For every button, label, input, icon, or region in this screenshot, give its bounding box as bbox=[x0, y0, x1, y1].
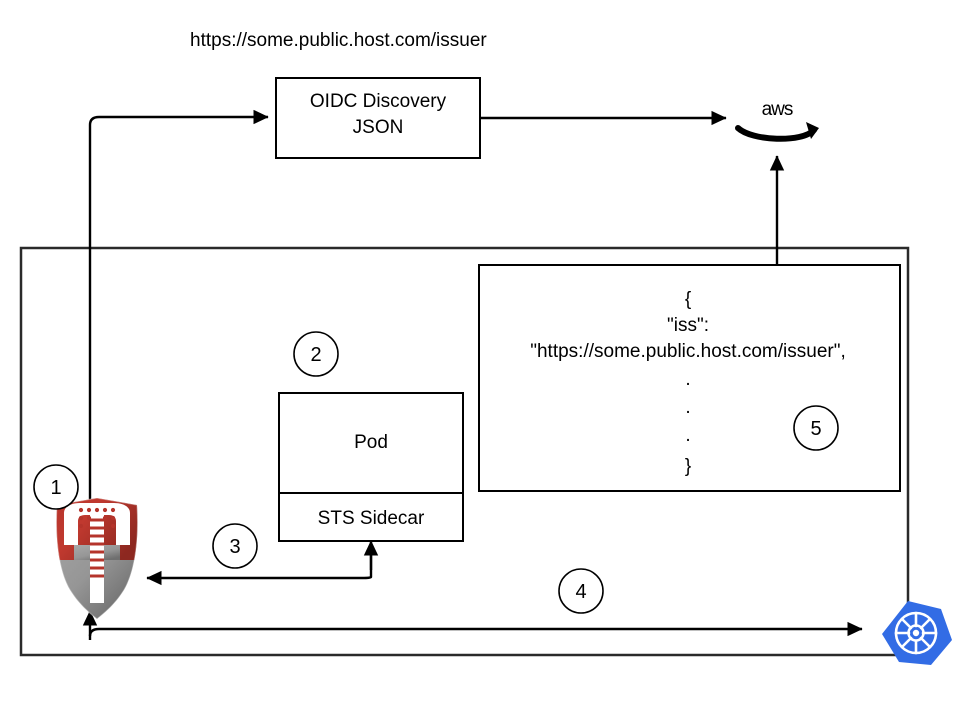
spire-shield-logo bbox=[55, 497, 139, 620]
jwt-claims-box bbox=[478, 264, 901, 492]
jwt-claims-line-0: { bbox=[685, 289, 692, 310]
oidc-discovery-box bbox=[275, 77, 481, 159]
flow-arrow-1-spire-to-oidc bbox=[88, 109, 269, 505]
spire-dot-matrix-icon bbox=[78, 507, 116, 529]
spire-key-teeth-icon bbox=[90, 518, 104, 578]
step-marker-2: 2 bbox=[293, 331, 339, 377]
pod-node: Pod STS Sidecar bbox=[278, 392, 464, 542]
oidc-discovery-json-node: OIDC Discovery JSON bbox=[275, 77, 481, 159]
step-circle-5 bbox=[793, 405, 839, 451]
oidc-discovery-label-line1: OIDC Discovery bbox=[310, 91, 447, 112]
kubernetes-hub-icon bbox=[912, 629, 920, 637]
step-marker-1: 1 bbox=[33, 464, 79, 510]
spire-shield-edge-highlight-icon bbox=[55, 497, 139, 620]
step-marker-3: 3 bbox=[212, 523, 258, 569]
aws-logo: aws bbox=[735, 99, 819, 142]
jwt-claims-line-4: . bbox=[685, 397, 690, 418]
pod-box bbox=[278, 392, 464, 494]
oidc-discovery-label-line2: JSON bbox=[353, 117, 404, 138]
jwt-claims-node: { "iss": "https://some.public.host.com/i… bbox=[478, 264, 901, 492]
step-circle-3 bbox=[212, 523, 258, 569]
step-marker-4: 4 bbox=[558, 568, 604, 614]
step-number-4: 4 bbox=[575, 581, 586, 603]
sts-sidecar-label: STS Sidecar bbox=[318, 508, 425, 529]
jwt-claims-line-1: "iss": bbox=[667, 315, 709, 336]
jwt-claims-line-5: . bbox=[685, 425, 690, 446]
step-number-5: 5 bbox=[810, 418, 821, 440]
sts-sidecar-box bbox=[278, 492, 464, 542]
step-number-2: 2 bbox=[310, 344, 321, 366]
jwt-claims-line-3: . bbox=[685, 369, 690, 390]
step-number-3: 3 bbox=[229, 536, 240, 558]
kubernetes-helm-wheel-icon bbox=[894, 611, 938, 655]
aws-smile-icon bbox=[735, 125, 817, 142]
flow-arrow-3-spire-to-sidecar bbox=[146, 549, 373, 586]
aws-wordmark-text: aws bbox=[762, 99, 793, 120]
spire-shield-inner-arch-icon bbox=[64, 503, 130, 545]
pod-label: Pod bbox=[354, 432, 388, 453]
step-circle-2 bbox=[293, 331, 339, 377]
jwt-claims-line-6: } bbox=[685, 456, 691, 477]
aws-smile-arrowhead-icon bbox=[806, 122, 819, 139]
step-number-1: 1 bbox=[50, 477, 61, 499]
jwt-claims-line-2: "https://some.public.host.com/issuer", bbox=[530, 341, 846, 362]
step-circle-4 bbox=[558, 568, 604, 614]
issuer-url-label: https://some.public.host.com/issuer bbox=[190, 30, 487, 51]
step-marker-5: 5 bbox=[793, 405, 839, 451]
step-circle-1 bbox=[33, 464, 79, 510]
kubernetes-logo bbox=[882, 601, 952, 665]
